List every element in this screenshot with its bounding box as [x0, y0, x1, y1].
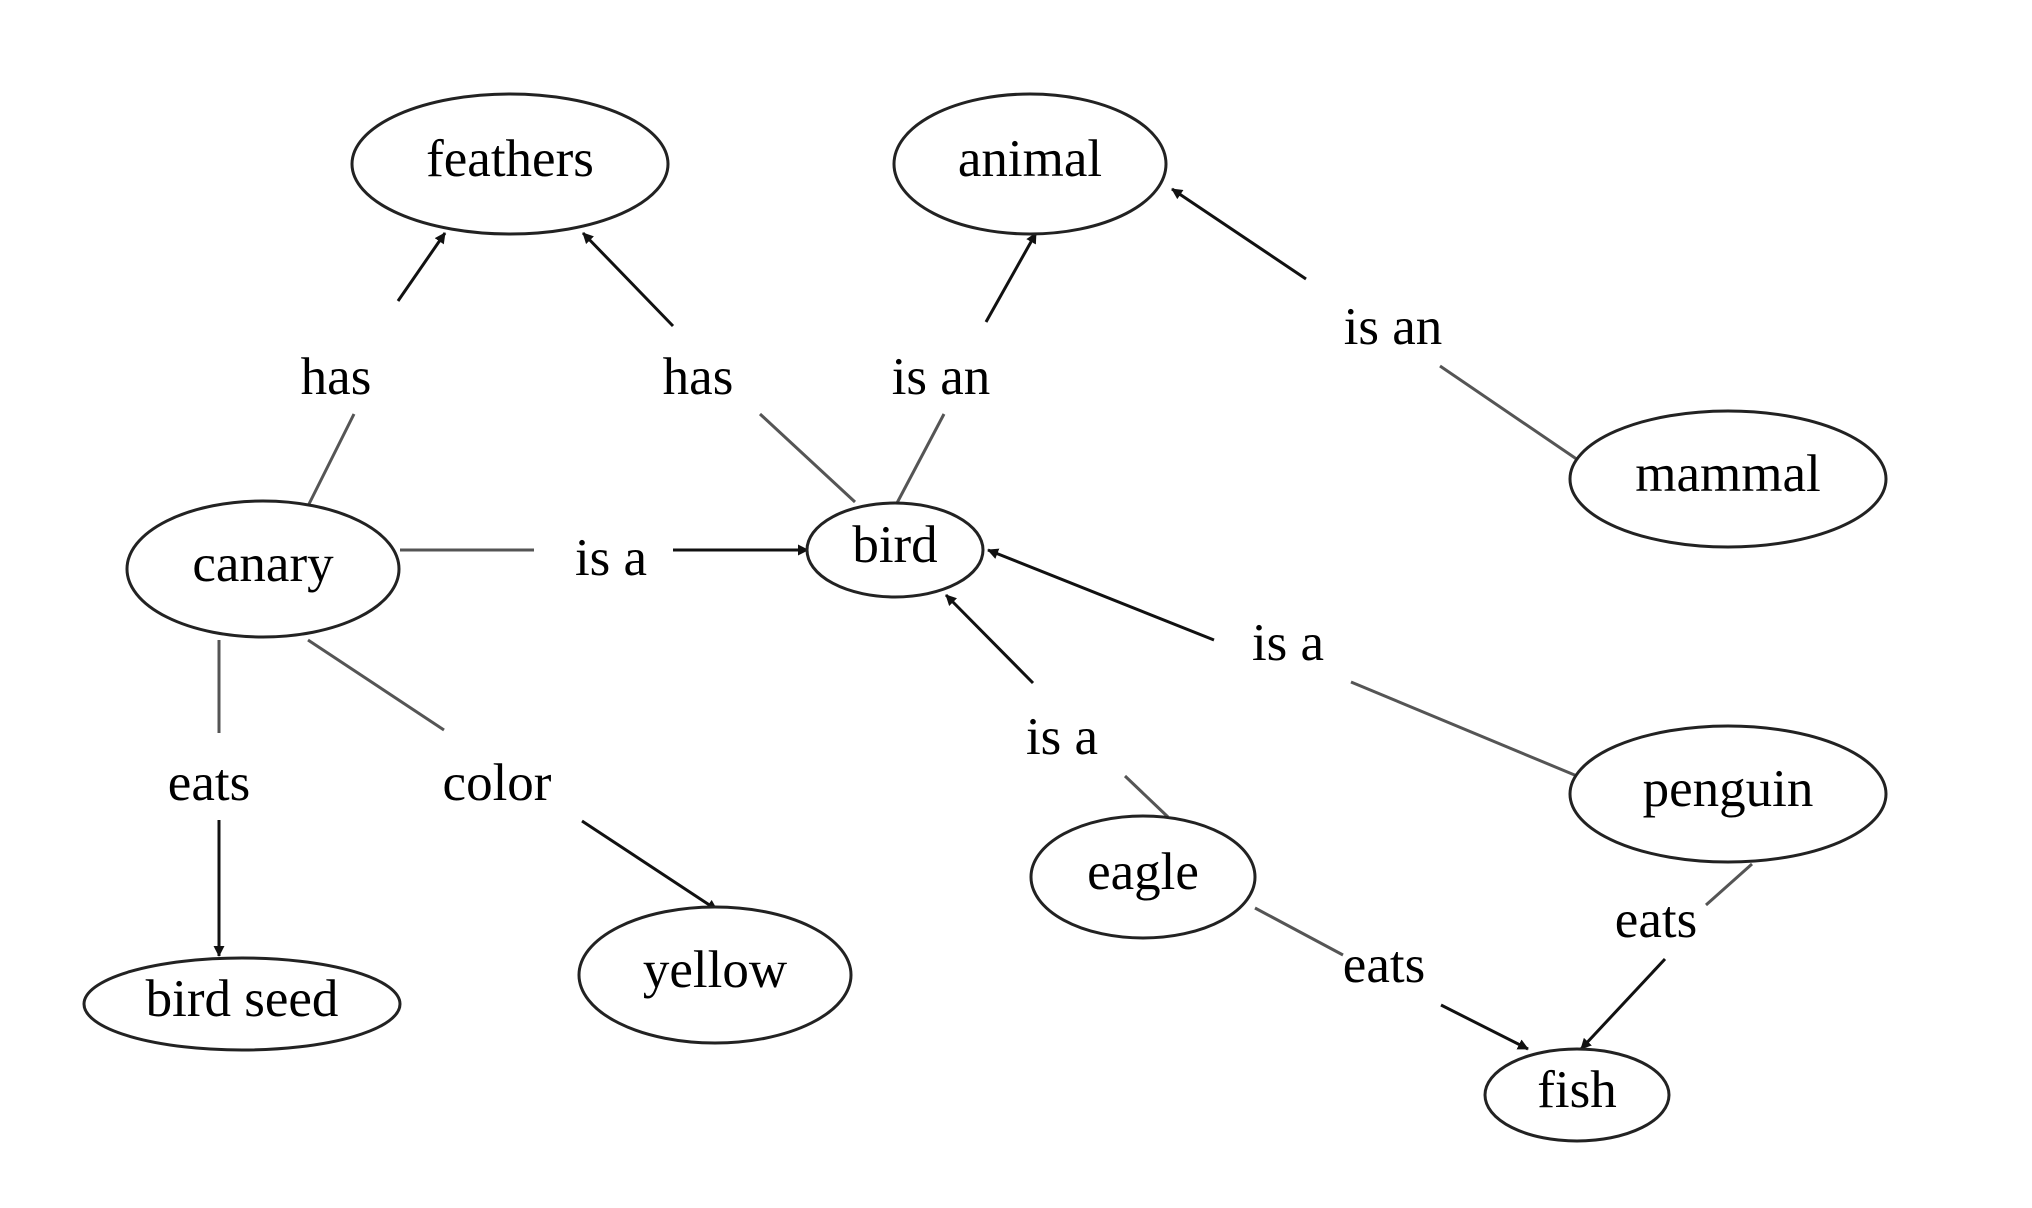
node-label: yellow: [643, 941, 788, 999]
edge-label: has: [301, 348, 372, 406]
node-ellipse: [1568, 724, 1888, 864]
edge-layer: has has is an is an is a is a is a eats color eat…: [168, 187, 1753, 1051]
edge-arrow: [581, 231, 675, 328]
edge-line: [1705, 862, 1753, 907]
node-bird: bird: [805, 501, 985, 599]
edge-line: [1350, 680, 1578, 778]
edge-label: is a: [1252, 614, 1324, 672]
edge-label: is a: [575, 529, 647, 587]
edge-arrow: [1440, 1003, 1529, 1051]
node-penguin: penguin: [1568, 724, 1888, 864]
node-label: bird seed: [146, 970, 339, 1028]
node-ellipse: [82, 956, 402, 1052]
edge-arrow: [1579, 957, 1667, 1051]
edge-label: eats: [1343, 936, 1425, 994]
edge-canary_isa_bird: is a: [400, 529, 809, 587]
node-ellipse: [350, 92, 670, 236]
node-fish: fish: [1483, 1047, 1671, 1143]
node-ellipse: [125, 499, 401, 639]
edge-line: [895, 413, 946, 504]
edge-label: has: [663, 348, 734, 406]
node-label: animal: [958, 130, 1102, 188]
node-ellipse: [1568, 409, 1888, 549]
edge-arrow: [987, 548, 1215, 642]
node-ellipse: [1029, 814, 1257, 940]
node-feathers: feathers: [350, 92, 670, 236]
edge-line: [1439, 364, 1579, 462]
edge-penguin_isa_bird: is a: [987, 548, 1578, 778]
edge-mammal_isan_animal: is an: [1171, 187, 1579, 462]
node-yellow: yellow: [577, 905, 853, 1045]
node-mammal: mammal: [1568, 409, 1888, 549]
node-animal: animal: [892, 92, 1168, 236]
node-label: bird: [852, 516, 937, 574]
node-canary: canary: [125, 499, 401, 639]
node-ellipse: [1483, 1047, 1671, 1143]
edge-label: is an: [1344, 298, 1443, 356]
edge-arrow: [581, 819, 718, 912]
node-label: feathers: [426, 130, 594, 188]
edge-line: [1254, 906, 1344, 957]
edge-line: [307, 638, 445, 732]
edge-arrow: [984, 232, 1038, 323]
edge-eagle_eats_fish: eats: [1254, 906, 1529, 1051]
edge-label: eats: [1615, 891, 1697, 949]
node-ellipse: [577, 905, 853, 1045]
edge-arrow: [1171, 187, 1307, 281]
edge-canary_eats_birdseed: eats: [168, 640, 250, 957]
edge-canary_has_feathers: has: [301, 232, 447, 507]
edge-eagle_isa_bird: is a: [944, 593, 1170, 819]
node-label: penguin: [1643, 760, 1814, 818]
edge-label: is a: [1026, 708, 1098, 766]
node-label: mammal: [1635, 445, 1820, 503]
edge-arrow: [944, 593, 1035, 685]
node-label: eagle: [1087, 843, 1199, 901]
node-ellipse: [805, 501, 985, 599]
node-ellipse: [892, 92, 1168, 236]
node-eagle: eagle: [1029, 814, 1257, 940]
edge-penguin_eats_fish: eats: [1579, 862, 1753, 1051]
edge-label: eats: [168, 754, 250, 812]
edge-canary_color_yellow: color: [307, 638, 718, 912]
edge-line: [306, 413, 356, 507]
edge-bird_has_feathers: has: [581, 231, 857, 504]
edge-label: color: [443, 754, 552, 812]
node-bird-seed: bird seed: [82, 956, 402, 1052]
edge-line: [758, 412, 857, 504]
edge-bird_isan_animal: is an: [892, 232, 1038, 504]
node-layer: feathers animal mammal canary bird penguin eag…: [82, 92, 1888, 1143]
edge-arrow: [396, 232, 447, 302]
node-label: fish: [1537, 1061, 1617, 1119]
edge-label: is an: [892, 348, 991, 406]
node-label: canary: [192, 535, 334, 593]
edge-line: [1123, 774, 1170, 819]
